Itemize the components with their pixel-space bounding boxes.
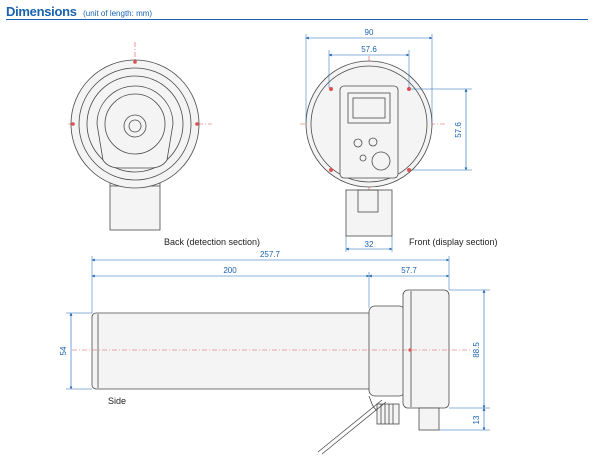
front-knob bbox=[371, 151, 391, 171]
side-view-label: Side bbox=[108, 396, 126, 406]
back-ring-3 bbox=[86, 75, 184, 173]
back-sensor-core bbox=[128, 119, 142, 133]
dim-54-value: 54 bbox=[59, 346, 68, 355]
front-screw-tl bbox=[329, 87, 333, 91]
front-view: 90 57.6 57.6 32 Front (display section) bbox=[300, 28, 498, 252]
front-screw-bl bbox=[329, 168, 333, 172]
side-center-mark bbox=[408, 348, 412, 352]
back-sensor-lens bbox=[123, 114, 147, 138]
back-screw-top bbox=[133, 60, 137, 64]
side-tube bbox=[91, 312, 373, 390]
front-button-3 bbox=[359, 154, 367, 162]
side-view: 257.7 200 57.7 54 bbox=[59, 250, 490, 455]
dim-32-value: 32 bbox=[365, 240, 374, 249]
front-body-ring bbox=[310, 65, 428, 183]
front-button-2 bbox=[368, 137, 378, 147]
front-stem bbox=[345, 189, 393, 237]
header: Dimensions (unit of length: mm) bbox=[6, 3, 152, 21]
front-screw-tr bbox=[407, 87, 411, 91]
dim-2577-value: 257.7 bbox=[260, 250, 281, 259]
dim-576v-value: 57.6 bbox=[454, 122, 463, 138]
unit-note: (unit of length: mm) bbox=[83, 9, 153, 18]
page-title: Dimensions bbox=[6, 4, 77, 19]
side-knob bbox=[418, 407, 440, 431]
front-lcd-inner bbox=[352, 97, 386, 119]
dim-13-value: 13 bbox=[472, 415, 481, 424]
dim-577-value: 57.7 bbox=[401, 266, 417, 275]
dim-200-value: 200 bbox=[223, 266, 237, 275]
front-screw-br bbox=[407, 168, 411, 172]
back-view: Back (detection section) bbox=[68, 42, 260, 247]
dim-885-value: 88.5 bbox=[472, 342, 481, 358]
dim-576h-value: 57.6 bbox=[361, 45, 377, 54]
back-ring-2 bbox=[78, 67, 192, 181]
side-collar bbox=[368, 305, 406, 397]
side-screw-knob bbox=[376, 403, 400, 425]
front-lcd bbox=[347, 92, 391, 124]
side-cable-edge bbox=[321, 401, 387, 455]
front-view-label: Front (display section) bbox=[409, 237, 498, 247]
back-screw-left bbox=[71, 122, 75, 126]
front-stem-neck bbox=[357, 189, 379, 213]
back-view-label: Back (detection section) bbox=[164, 237, 260, 247]
side-cable bbox=[317, 399, 383, 453]
dim-90-value: 90 bbox=[365, 28, 374, 37]
back-screw-right bbox=[195, 122, 199, 126]
header-rule bbox=[6, 19, 588, 20]
back-sensor-ring bbox=[104, 93, 166, 155]
front-button-1 bbox=[353, 138, 363, 148]
